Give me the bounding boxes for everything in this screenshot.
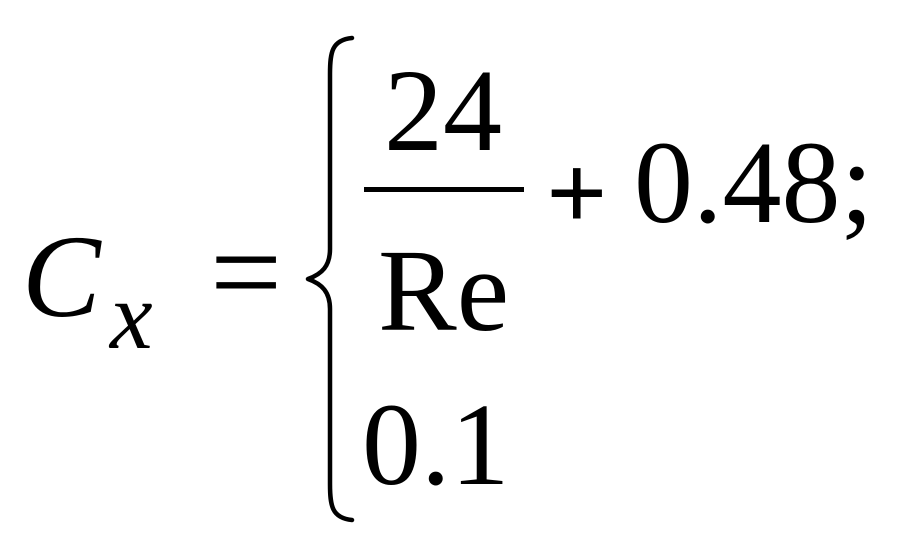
constant-value: 0.48	[634, 117, 841, 248]
second-case-value: 0.1	[362, 379, 510, 510]
constant-term: 0.48;	[634, 124, 873, 242]
fraction-bar	[364, 187, 524, 192]
case-terminator: ;	[840, 117, 874, 248]
equals-sign: =	[210, 201, 283, 343]
fraction-numerator: 24	[384, 45, 502, 176]
lhs-symbol: C	[22, 211, 101, 342]
fraction-denominator: Re	[378, 225, 510, 356]
left-brace-icon	[305, 35, 355, 523]
lhs-subscript: x	[110, 262, 153, 369]
plus-operator: +	[546, 134, 608, 253]
